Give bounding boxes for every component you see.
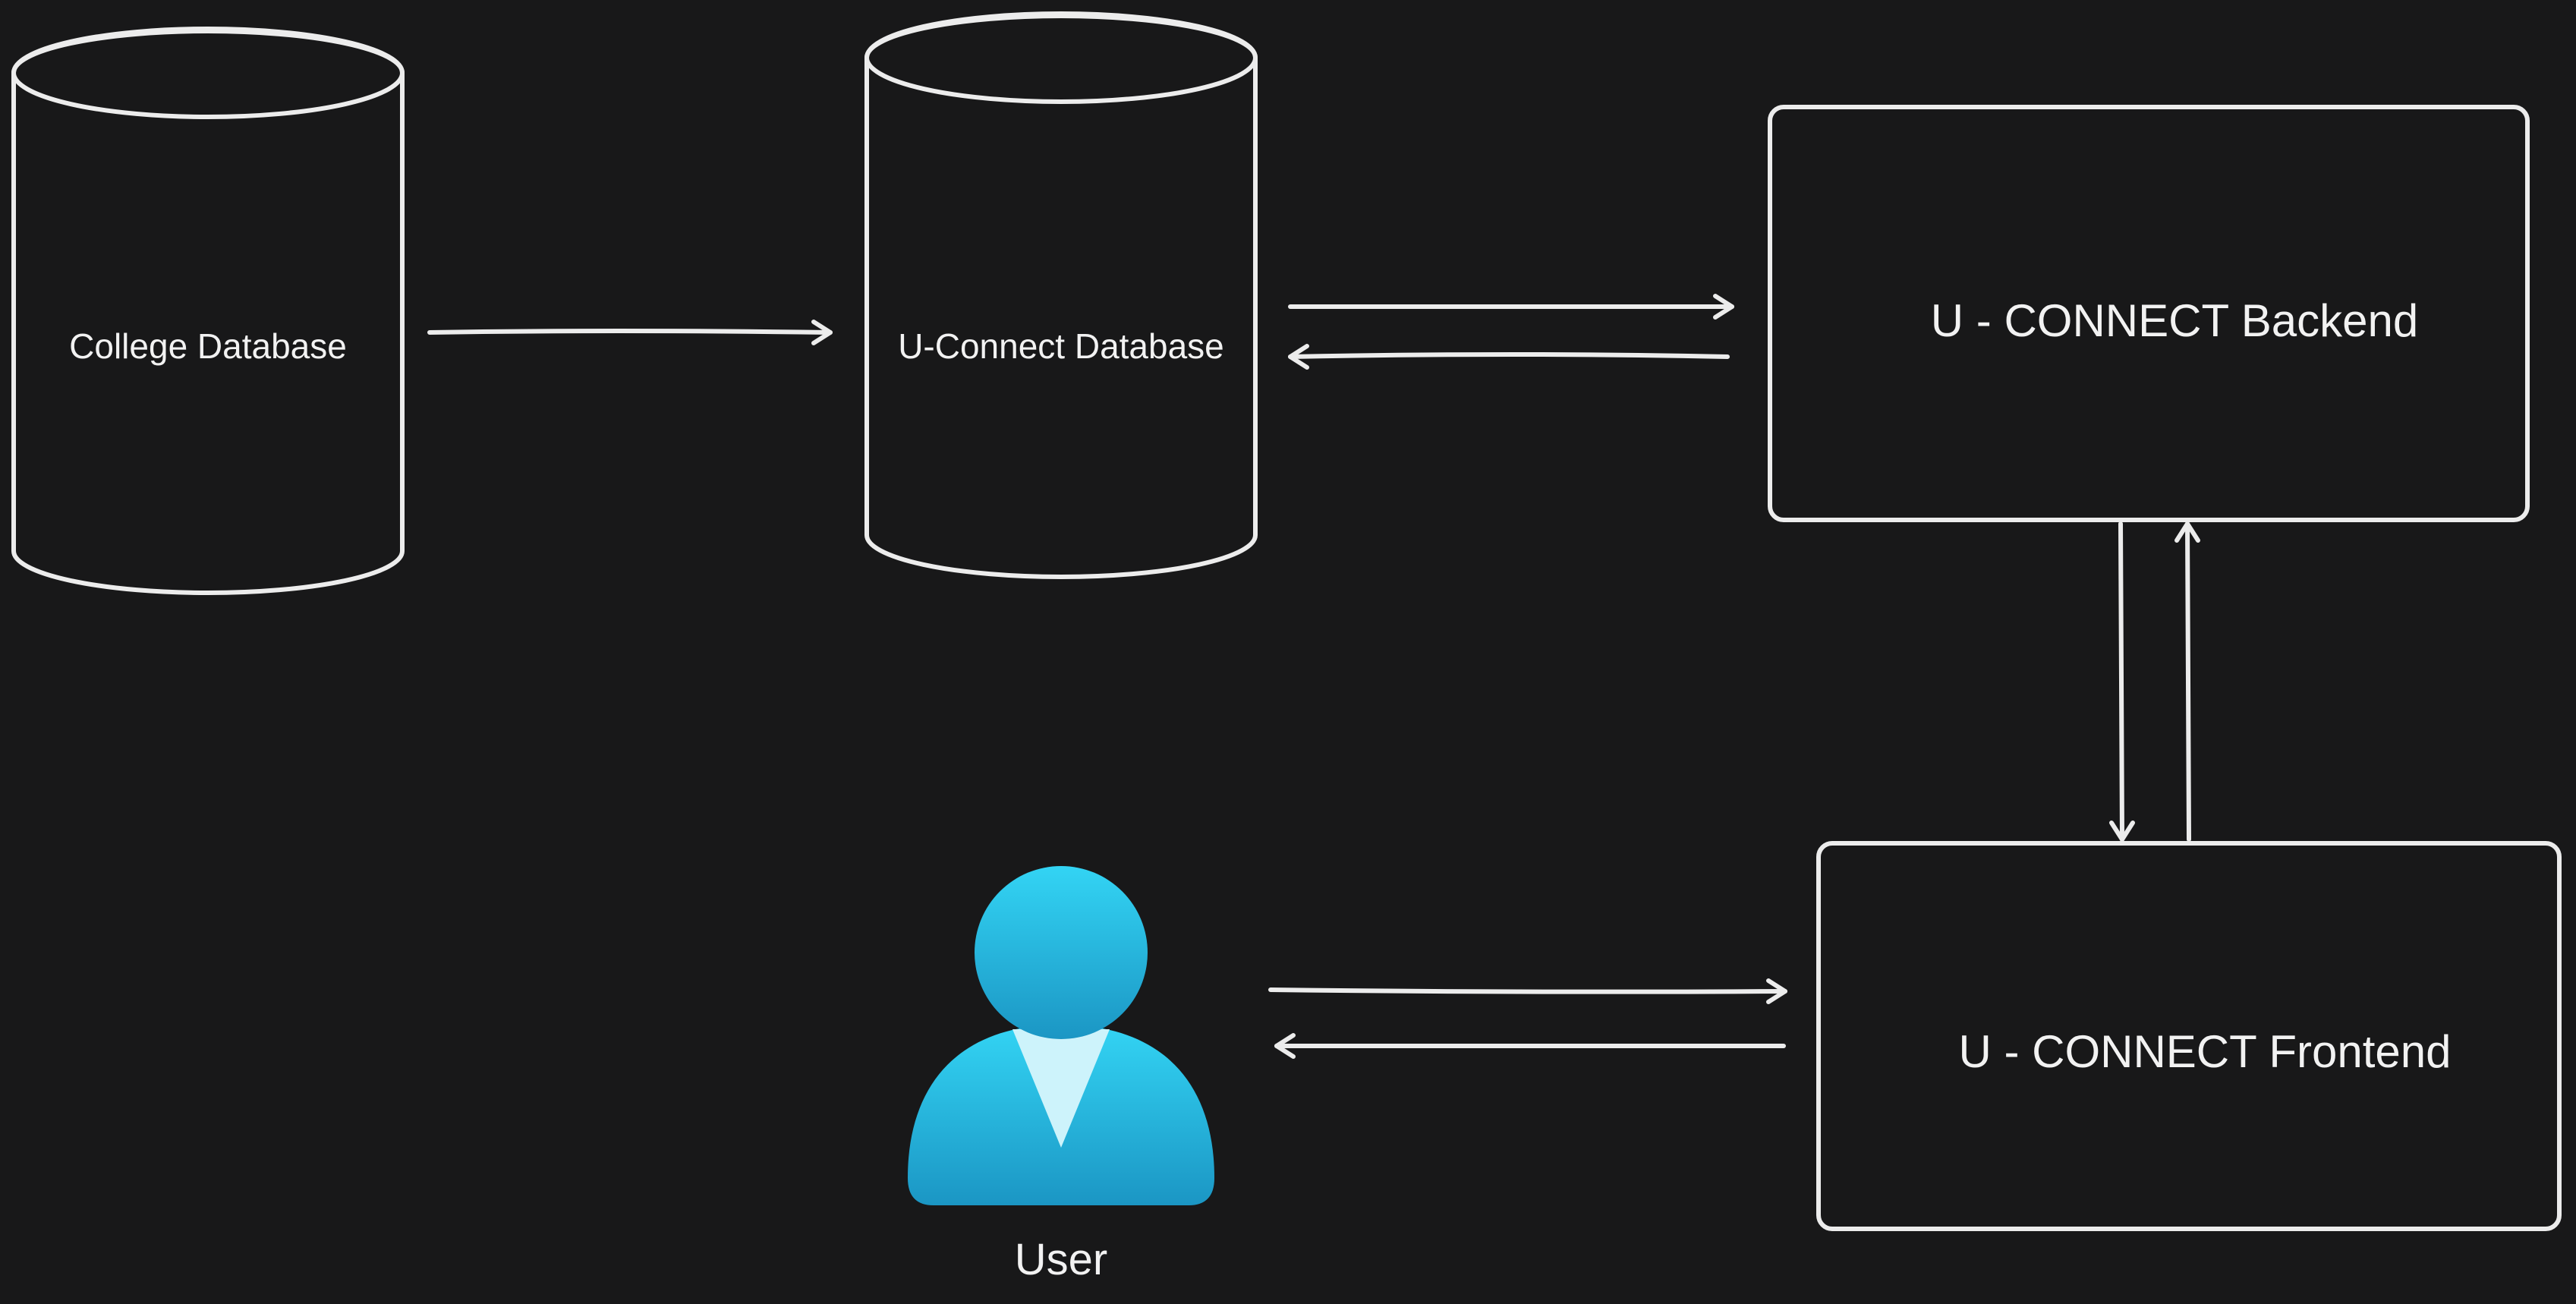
user-icon-head (975, 866, 1148, 1039)
frontend-node: U - CONNECT Frontend (1816, 841, 2562, 1231)
college-database-node: College Database (11, 27, 405, 595)
frontend-label: U - CONNECT Frontend (1958, 1026, 2451, 1077)
frontend-box (1816, 841, 2562, 1231)
uconnect-database-label: U-Connect Database (898, 326, 1224, 366)
backend-box (1768, 105, 2530, 522)
edge-frontend-to-user (1274, 1033, 1786, 1059)
uconnect-database-node: U-Connect Database (864, 11, 1258, 579)
backend-node: U - CONNECT Backend (1768, 105, 2530, 522)
user-label: User (1015, 1235, 1107, 1284)
backend-label: U - CONNECT Backend (1931, 295, 2418, 346)
edge-college-to-uconnect (427, 320, 833, 345)
college-database-cylinder-top (11, 27, 405, 119)
edge-uconnect-to-backend (1288, 294, 1734, 320)
edge-backend-to-uconnect (1288, 344, 1730, 370)
uconnect-database-cylinder-top (864, 11, 1258, 104)
user-icon (908, 866, 1214, 1205)
college-database-label: College Database (69, 326, 347, 366)
edge-frontend-to-backend (2174, 521, 2200, 842)
user-node: User (908, 866, 1214, 1284)
edge-user-to-frontend (1268, 978, 1787, 1004)
edges (427, 294, 2200, 1059)
user-icon-collar (1012, 1029, 1110, 1148)
edge-backend-to-frontend (2109, 521, 2135, 842)
